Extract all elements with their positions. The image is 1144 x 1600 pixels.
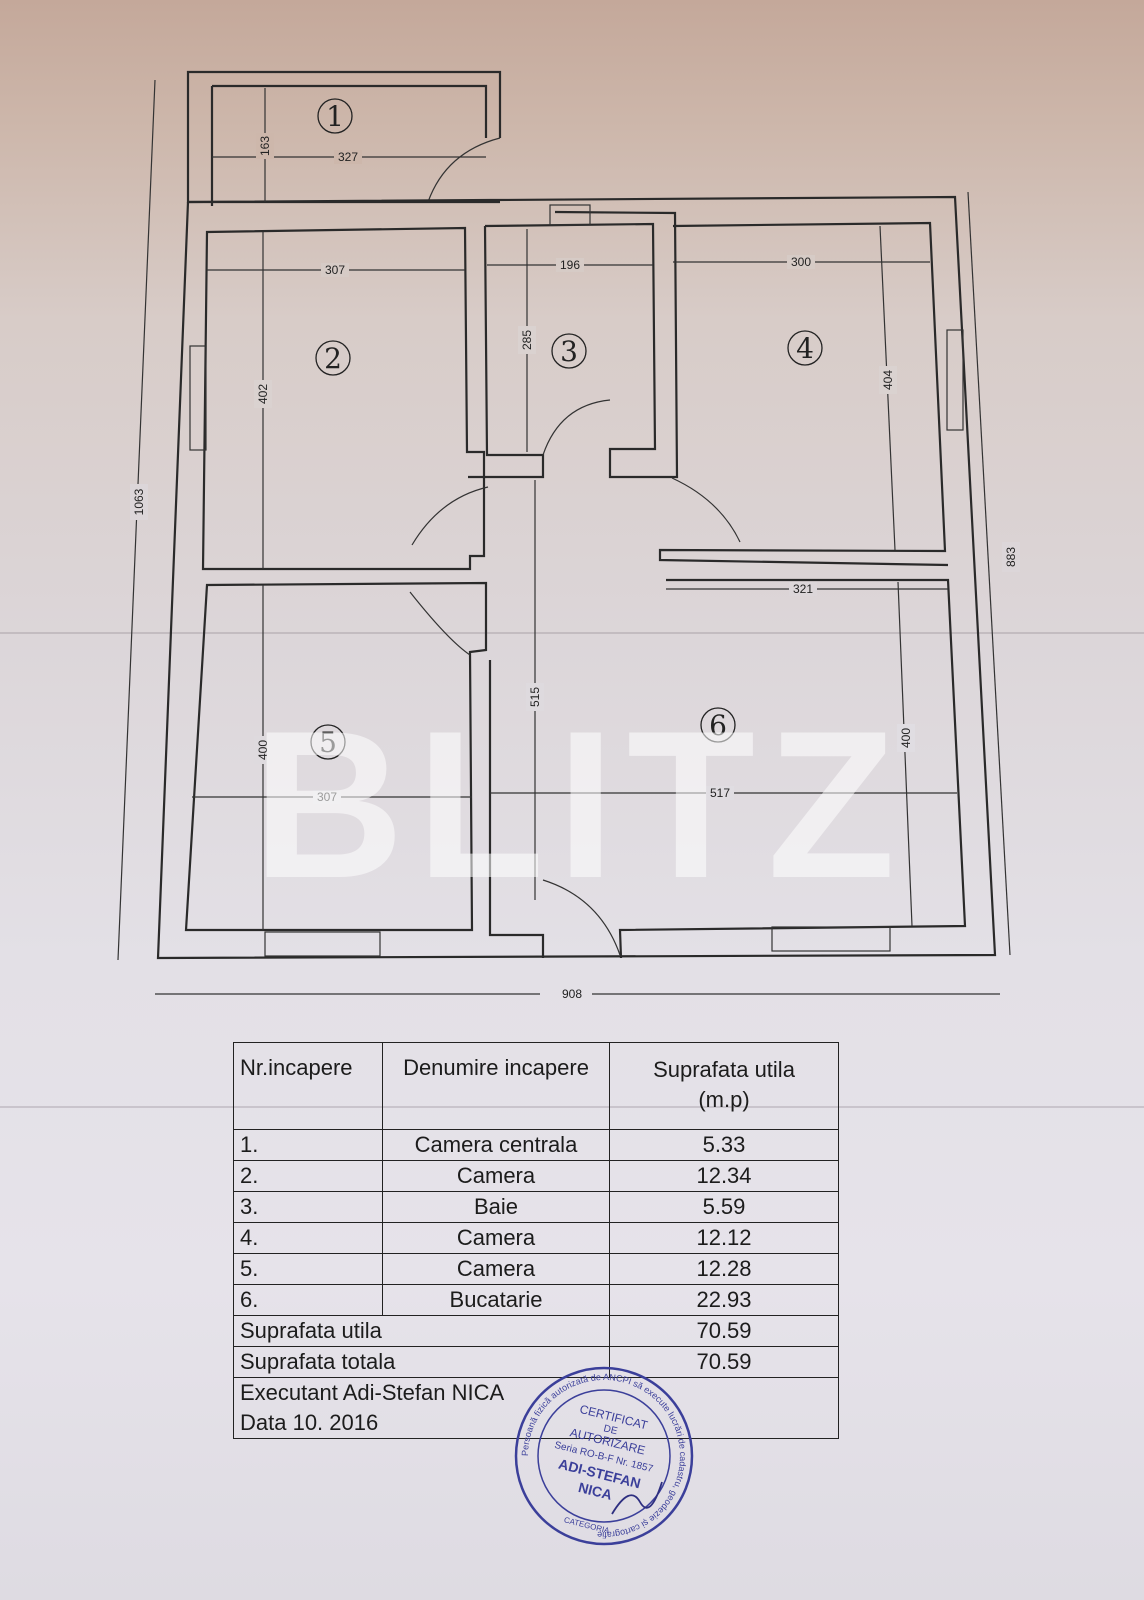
dimension-label: 163: [258, 136, 272, 156]
wall-room-6: [488, 578, 967, 959]
room-number: 1: [326, 100, 344, 133]
wall-room-4: [658, 221, 949, 567]
table-row: 1. Camera centrala 5.33: [233, 1129, 839, 1161]
header-name: Denumire incapere: [382, 1042, 610, 1130]
dimension-label: 1063: [132, 488, 146, 515]
row-area: 5.33: [609, 1129, 839, 1161]
room-number-circle: [700, 707, 736, 743]
room-number: 5: [319, 726, 337, 759]
stamp-line: DE: [602, 1423, 618, 1437]
stamp-inner-ring: [537, 1389, 671, 1523]
row-name: Baie: [382, 1191, 610, 1223]
window-room-4: [946, 329, 964, 431]
row-area: 5.59: [609, 1191, 839, 1223]
row-name: Camera: [382, 1253, 610, 1285]
dimension-label: 285: [520, 330, 534, 350]
door-room-1: [427, 137, 501, 203]
room-number: 4: [796, 332, 814, 365]
row-nr: 1.: [233, 1129, 383, 1161]
window-room-5: [264, 931, 381, 957]
dimension-label: 517: [710, 786, 730, 800]
door-entrance: [542, 879, 621, 956]
dimension-label: 515: [528, 687, 542, 707]
header-area-unit: (m.p): [698, 1087, 750, 1112]
paper-fold: [0, 632, 1144, 634]
dimension-label: 400: [899, 728, 913, 748]
watermark: BLITZ: [252, 687, 908, 922]
outer-wall: [156, 195, 997, 960]
row-name: Camera: [382, 1160, 610, 1192]
area-table: Nr.incapere Denumire incapere Suprafata …: [233, 1042, 839, 1439]
table-row: 4. Camera 12.12: [233, 1222, 839, 1254]
row-name: Bucatarie: [382, 1284, 610, 1316]
room-number-circle: [551, 333, 587, 369]
room-number-circle: [317, 98, 353, 134]
room-number: 3: [560, 335, 578, 368]
row-nr: 5.: [233, 1253, 383, 1285]
footer-row: Executant Adi-Stefan NICA Data 10. 2016: [233, 1377, 839, 1439]
dimension-label: 307: [325, 263, 345, 277]
row-nr: 4.: [233, 1222, 383, 1254]
door-room-4: [671, 477, 741, 543]
stamp-bottom: CATEGORIA: [563, 1515, 611, 1535]
room-number-circle: [310, 724, 346, 760]
dimension-label: 883: [1004, 547, 1018, 567]
row-area: 12.28: [609, 1253, 839, 1285]
dimension-label: 300: [791, 255, 811, 269]
dimension-label: 196: [560, 258, 580, 272]
row-area: 12.34: [609, 1160, 839, 1192]
row-nr: 2.: [233, 1160, 383, 1192]
row-area: 22.93: [609, 1284, 839, 1316]
room-number-circle: [315, 340, 351, 376]
row-area: 12.12: [609, 1222, 839, 1254]
dimension-label: 908: [562, 987, 582, 1001]
wall-room-1: [186, 70, 502, 204]
header-area: Suprafata utila (m.p): [609, 1042, 839, 1130]
wall-room-1-inner: [210, 84, 488, 206]
totala-value: 70.59: [609, 1346, 839, 1378]
dimension-line-right: [967, 191, 1011, 956]
row-name: Camera: [382, 1222, 610, 1254]
window-room-3: [549, 204, 591, 226]
dimension-label: 404: [881, 370, 895, 390]
dimension-label: 321: [793, 582, 813, 596]
footer-cell: Executant Adi-Stefan NICA Data 10. 2016: [233, 1377, 839, 1439]
table-row: 3. Baie 5.59: [233, 1191, 839, 1223]
wall-room-2: [201, 226, 486, 571]
row-nr: 6.: [233, 1284, 383, 1316]
signature-mark: [611, 1481, 663, 1515]
wall-room-5: [184, 581, 488, 932]
dimension-label: 400: [256, 740, 270, 760]
room-number: 2: [324, 342, 342, 375]
door-room-5: [409, 591, 471, 656]
header-nr: Nr.incapere: [233, 1042, 383, 1130]
table-row: 2. Camera 12.34: [233, 1160, 839, 1192]
dimension-label: 402: [256, 384, 270, 404]
door-room-3: [542, 399, 611, 456]
table-row: 5. Camera 12.28: [233, 1253, 839, 1285]
dimension-label: 307: [317, 790, 337, 804]
door-room-2: [411, 486, 489, 546]
row-nr: 3.: [233, 1191, 383, 1223]
window-room-6: [771, 926, 891, 952]
executant: Executant Adi-Stefan NICA: [240, 1380, 505, 1405]
room-number: 6: [709, 709, 727, 742]
total-utila-row: Suprafata utila 70.59: [233, 1315, 839, 1347]
dimension-label: 327: [338, 150, 358, 164]
authorization-stamp: Persoană fizică autorizată de ANCPI să e…: [514, 1366, 694, 1546]
utila-label: Suprafata utila: [233, 1315, 610, 1347]
table-row: 6. Bucatarie 22.93: [233, 1284, 839, 1316]
room-number-circle: [787, 330, 823, 366]
dim-line: [897, 581, 913, 927]
utila-value: 70.59: [609, 1315, 839, 1347]
floor-plan: 1 2 3 4 5 6 327 163 307 196 300 285 402 …: [117, 70, 1020, 1001]
header-area-label: Suprafata utila: [653, 1057, 795, 1082]
window-room-2: [189, 345, 207, 451]
table-header-row: Nr.incapere Denumire incapere Suprafata …: [233, 1042, 839, 1130]
stamp-outer-ring: [514, 1366, 694, 1546]
row-name: Camera centrala: [382, 1129, 610, 1161]
date: Data 10. 2016: [240, 1410, 379, 1435]
